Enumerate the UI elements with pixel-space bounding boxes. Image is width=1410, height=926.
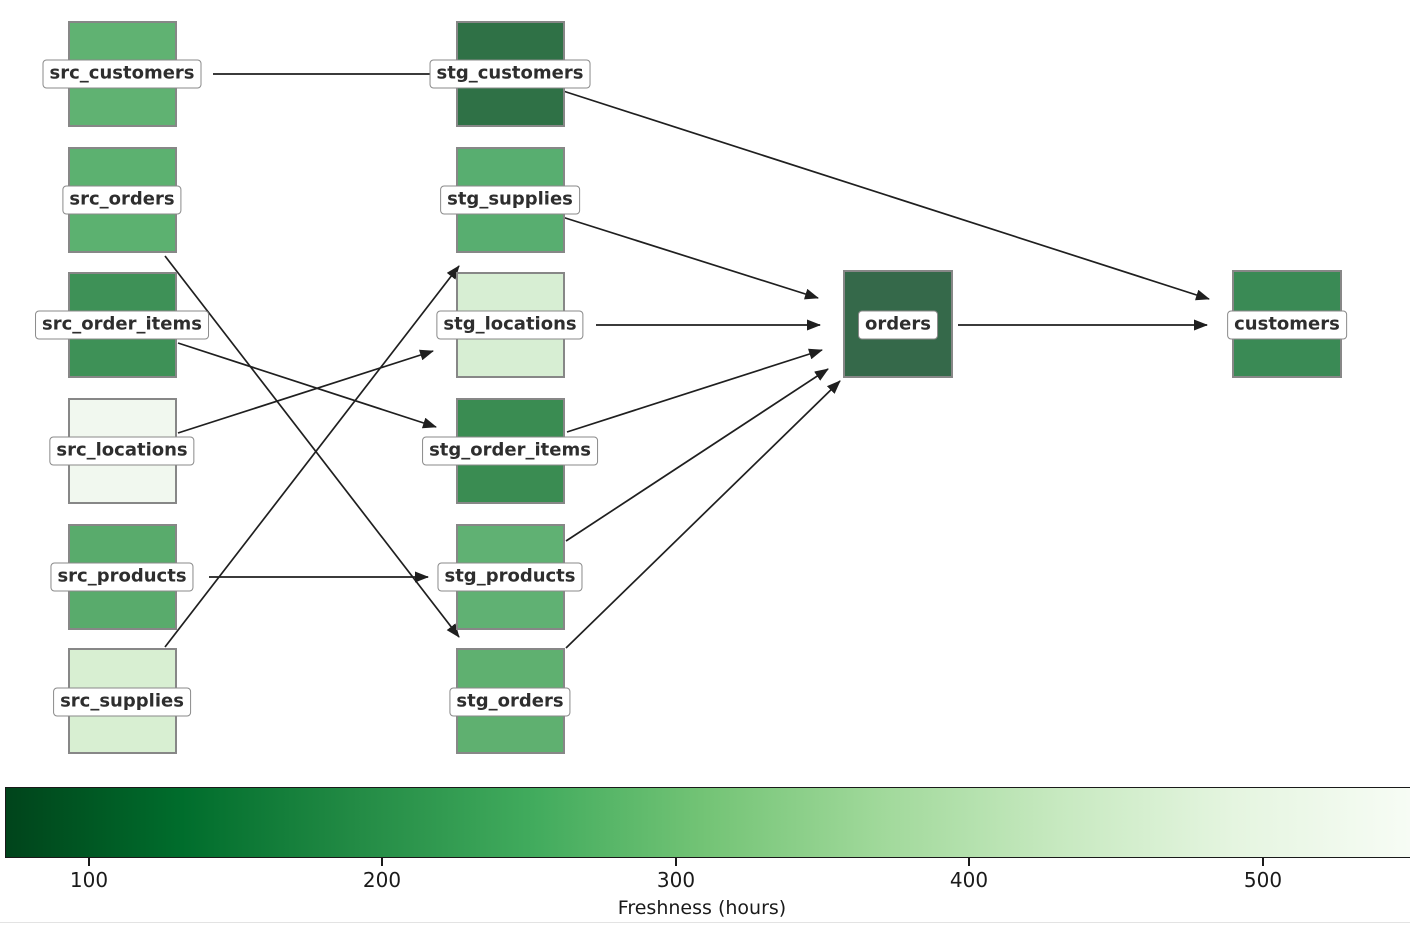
node-label-stg-products: stg_products	[437, 562, 583, 592]
colorbar-tick-label-200: 200	[362, 868, 402, 892]
colorbar-tick-label-500: 500	[1243, 868, 1283, 892]
node-label-src-products: src_products	[50, 562, 194, 592]
node-label-customers: customers	[1227, 310, 1347, 340]
colorbar-tick-mark-400	[968, 858, 970, 866]
node-label-stg-locations: stg_locations	[436, 310, 584, 340]
node-label-src-orders: src_orders	[62, 185, 182, 215]
edge-stg-customers-to-customers	[559, 89, 1210, 301]
edge-stg-order-items-to-orders	[566, 348, 823, 433]
node-label-stg-orders: stg_orders	[449, 687, 571, 717]
colorbar-tick-label-300: 300	[656, 868, 696, 892]
node-label-src-supplies: src_supplies	[53, 687, 191, 717]
bottom-divider	[0, 922, 1410, 923]
colorbar-tick-mark-200	[381, 858, 383, 866]
node-label-stg-customers: stg_customers	[429, 59, 591, 89]
colorbar-tick-mark-500	[1262, 858, 1264, 866]
edge-src-locations-to-stg-locations	[177, 349, 434, 434]
colorbar-tick-mark-300	[675, 858, 677, 866]
colorbar-gradient	[5, 787, 1410, 858]
node-label-src-locations: src_locations	[49, 436, 195, 466]
node-label-stg-supplies: stg_supplies	[440, 185, 580, 215]
edge-src-orders-to-stg-orders	[164, 255, 460, 638]
colorbar-tick-label-100: 100	[69, 868, 109, 892]
edge-src-order-items-to-stg-order-items	[177, 342, 437, 429]
node-label-orders: orders	[858, 310, 938, 340]
colorbar-tick-label-400: 400	[949, 868, 989, 892]
colorbar-axis-label: Freshness (hours)	[617, 897, 787, 919]
edge-stg-supplies-to-orders	[558, 215, 819, 300]
node-label-src-order-items: src_order_items	[35, 310, 209, 340]
edge-stg-products-to-orders	[565, 368, 829, 542]
edge-stg-orders-to-orders	[565, 380, 841, 649]
edge-src-supplies-to-stg-supplies	[164, 265, 460, 648]
node-label-src-customers: src_customers	[42, 59, 202, 89]
node-label-stg-order-items: stg_order_items	[422, 436, 598, 466]
colorbar-tick-mark-100	[88, 858, 90, 866]
